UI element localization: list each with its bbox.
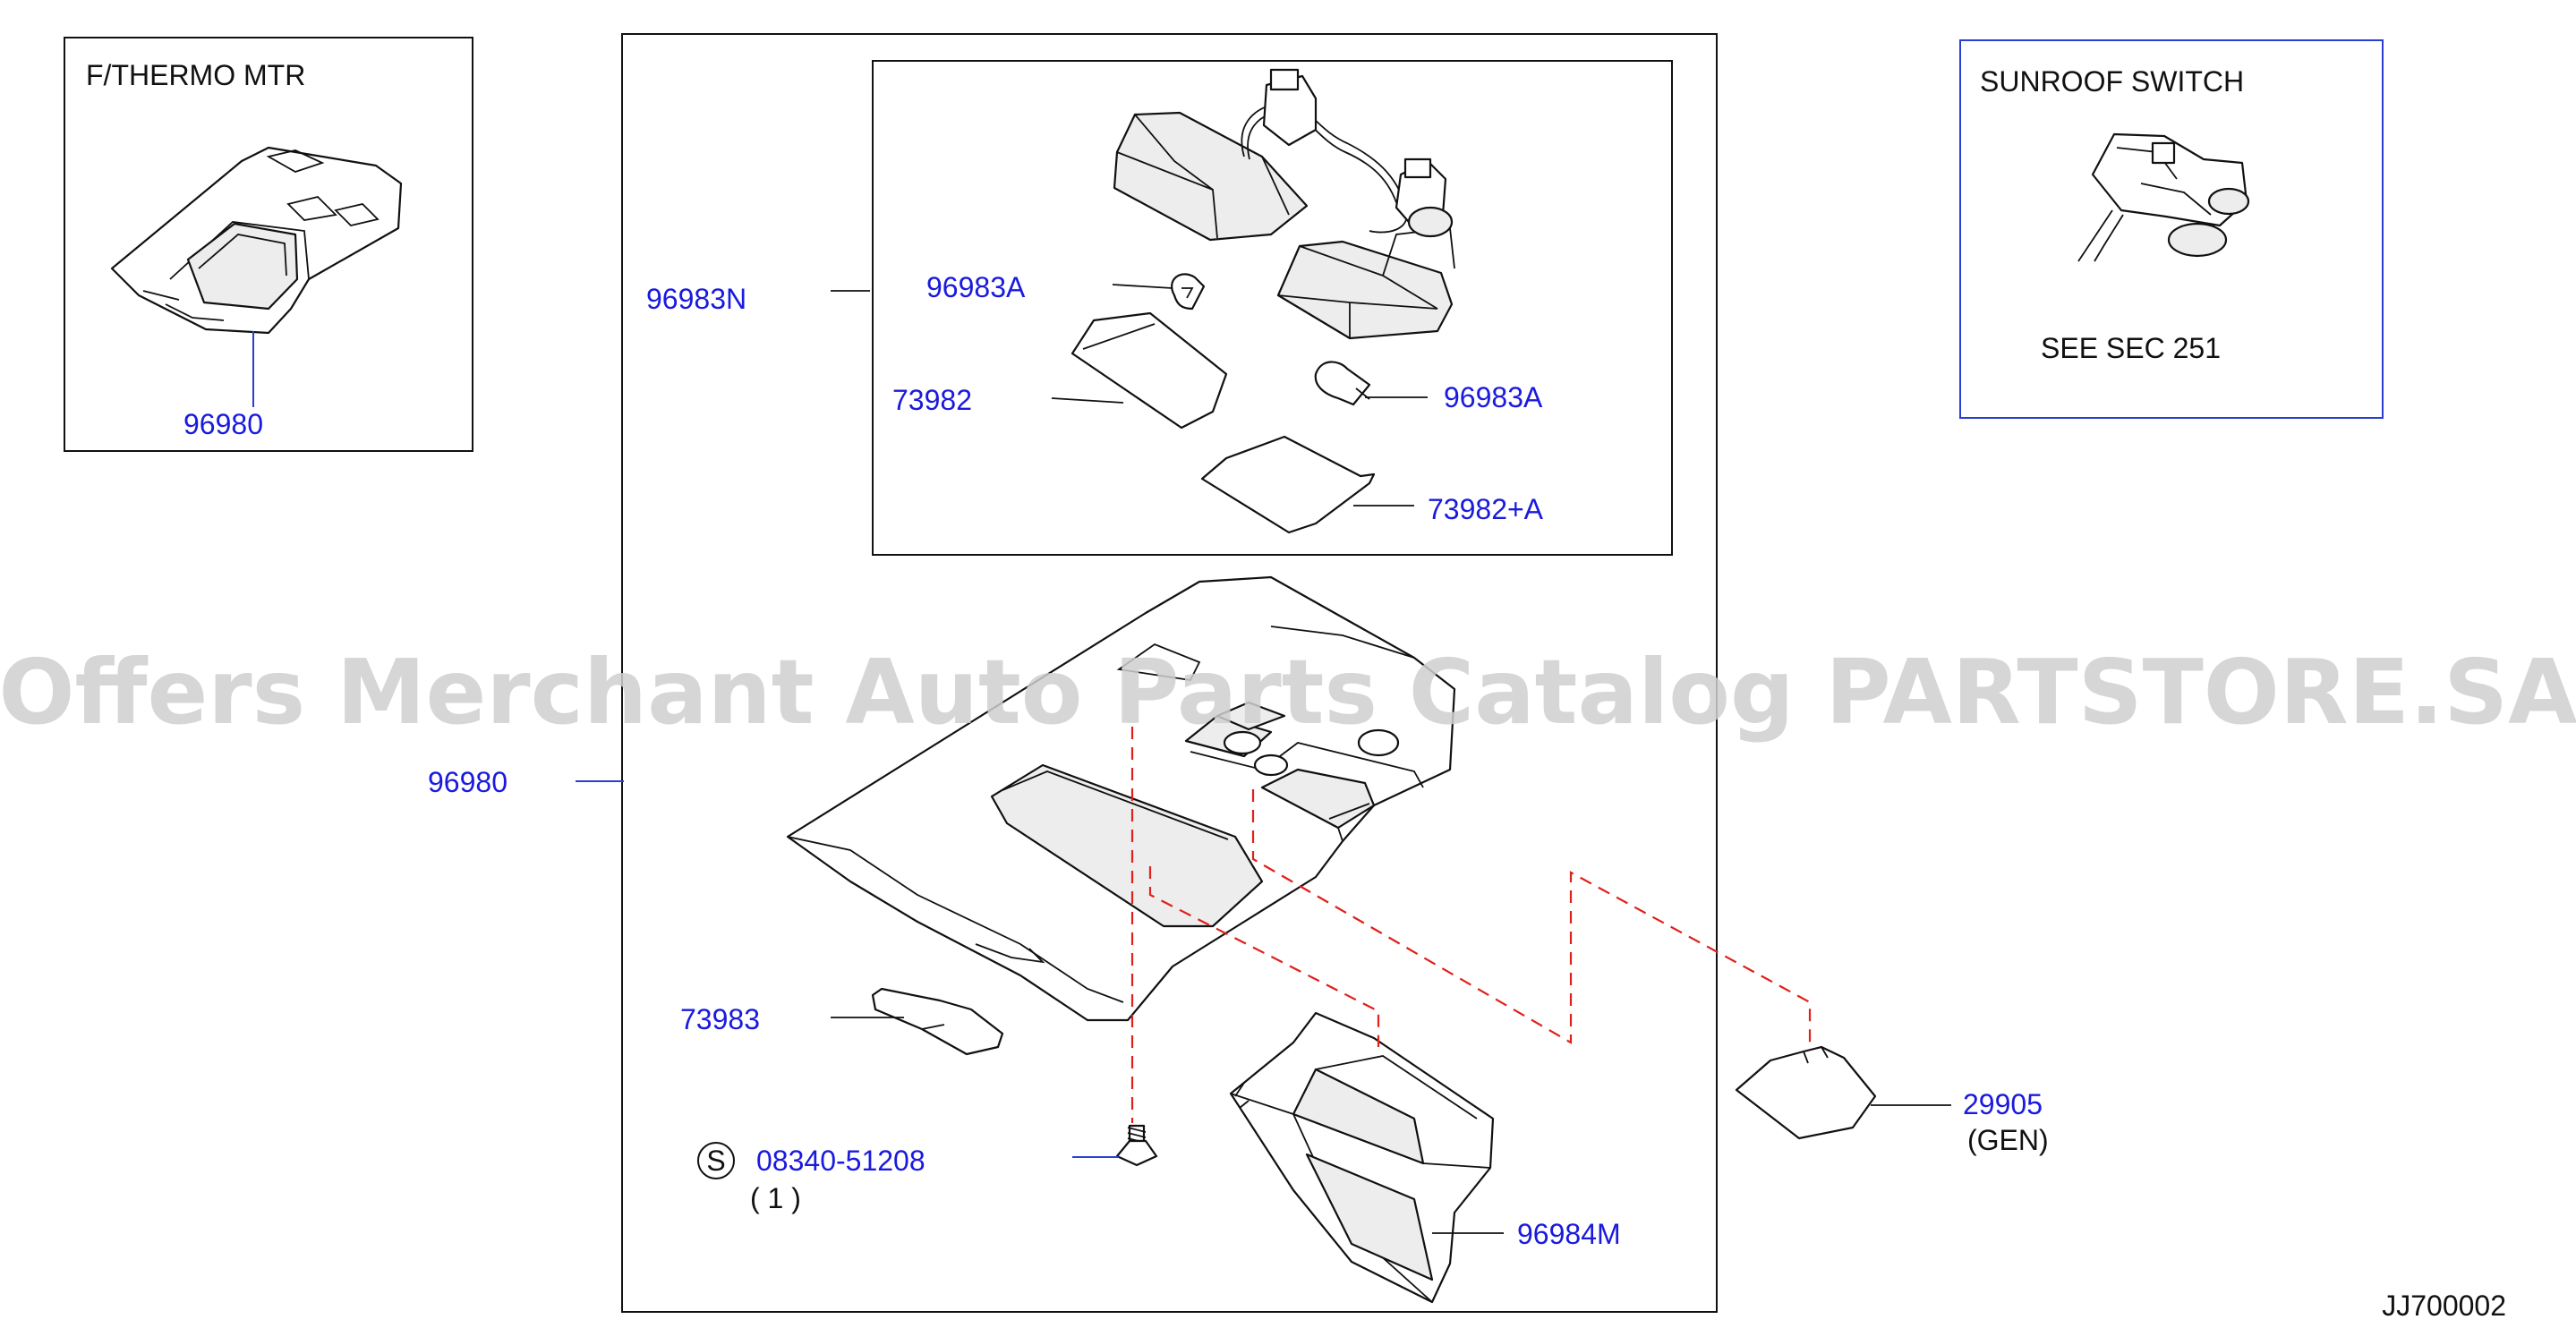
part-08340-quantity: ( 1 ) bbox=[750, 1182, 801, 1214]
part-73982[interactable]: 73982 bbox=[892, 384, 972, 416]
callout-96983a-1-line bbox=[1112, 284, 1173, 289]
main-frame bbox=[621, 33, 1718, 1313]
part-96984m[interactable]: 96984M bbox=[1517, 1218, 1621, 1250]
part-96980-thermo[interactable]: 96980 bbox=[183, 408, 263, 440]
part-29905[interactable]: 29905 bbox=[1963, 1088, 2043, 1120]
part-96983n[interactable]: 96983N bbox=[646, 283, 746, 315]
dash-cover-line bbox=[1251, 789, 1812, 1049]
thermo-inset-title: F/THERMO MTR bbox=[86, 59, 305, 91]
overhead-console-main bbox=[786, 575, 1456, 1022]
thermo-console-drawing bbox=[110, 146, 403, 335]
standard-part-symbol bbox=[697, 1142, 735, 1179]
cover-29905 bbox=[1735, 1045, 1877, 1140]
part-96980-main[interactable]: 96980 bbox=[428, 766, 508, 798]
part-29905-note: (GEN) bbox=[1967, 1124, 2049, 1156]
thermo-inset-frame bbox=[64, 37, 473, 452]
watermark: Offers Merchant Auto Parts Catalog PARTS… bbox=[0, 640, 2576, 745]
lamp-assembly-frame bbox=[872, 60, 1673, 556]
sunroof-inset-frame bbox=[1959, 39, 2384, 419]
standard-part-symbol-letter: S bbox=[706, 1145, 725, 1177]
storage-bin-96984m bbox=[1229, 1011, 1495, 1304]
thermo-inset: F/THERMO MTR 96980 bbox=[64, 37, 473, 452]
screw-08340 bbox=[1115, 1124, 1158, 1167]
diagram-code: JJ700002 bbox=[2382, 1290, 2506, 1322]
sunroof-switch-drawing bbox=[2077, 132, 2250, 262]
sunroof-inset-title: SUNROOF SWITCH bbox=[1980, 65, 2244, 98]
lamp-housing-upper bbox=[1113, 111, 1309, 242]
callout-73982-line bbox=[1051, 397, 1124, 404]
clip-73983 bbox=[871, 987, 1004, 1056]
bulb-lower bbox=[1314, 361, 1371, 406]
bulb-upper bbox=[1171, 273, 1206, 311]
part-96983a-2[interactable]: 96983A bbox=[1444, 381, 1543, 413]
sunroof-inset: SUNROOF SWITCH SEE SEC 251 bbox=[1959, 39, 2384, 419]
part-08340[interactable]: 08340-51208 bbox=[756, 1145, 925, 1177]
lens-73982 bbox=[1070, 311, 1228, 430]
lens-cover-73982a bbox=[1200, 435, 1376, 534]
part-96983a-1[interactable]: 96983A bbox=[926, 271, 1026, 303]
lamp-harness bbox=[1241, 68, 1454, 238]
lamp-housing-lower bbox=[1276, 227, 1455, 340]
sunroof-inset-note: SEE SEC 251 bbox=[2041, 332, 2221, 364]
part-73982a[interactable]: 73982+A bbox=[1428, 493, 1544, 525]
part-73983[interactable]: 73983 bbox=[680, 1003, 760, 1035]
